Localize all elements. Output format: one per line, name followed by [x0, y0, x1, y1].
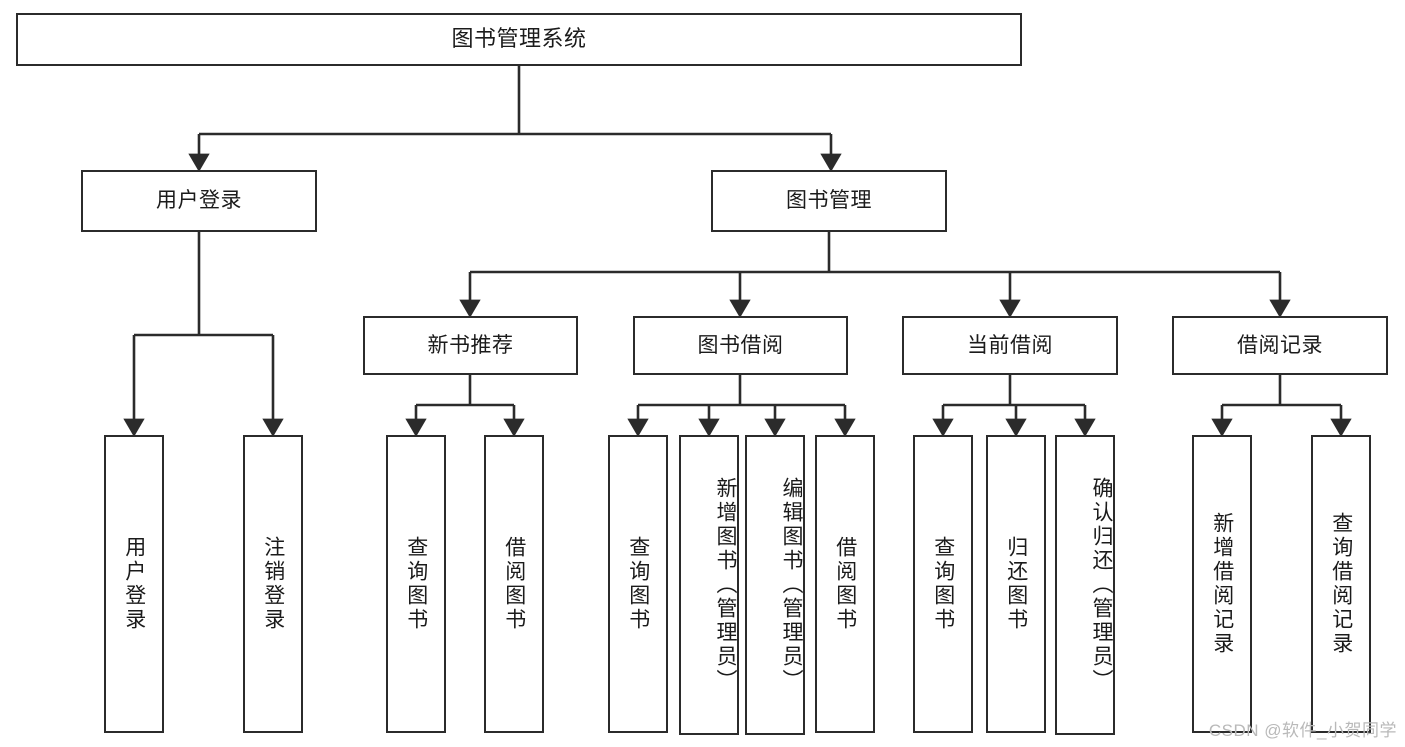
node-leaf-borrow-book-2[interactable]: 借阅图书	[815, 435, 875, 733]
node-label: 当前借阅	[967, 333, 1053, 357]
node-borrow-record[interactable]: 借阅记录	[1172, 316, 1388, 375]
node-label: 图书管理	[786, 189, 872, 213]
node-label: 查询图书	[404, 536, 428, 632]
node-leaf-query-book-1[interactable]: 查询图书	[386, 435, 446, 733]
node-leaf-edit-book-admin[interactable]: 编辑图书（管理员）	[745, 435, 805, 735]
node-label: 归还图书	[1004, 536, 1028, 632]
node-leaf-borrow-book-1[interactable]: 借阅图书	[484, 435, 544, 733]
node-root-system[interactable]: 图书管理系统	[16, 13, 1022, 66]
node-label: 注销登录	[261, 536, 285, 632]
node-label: 图书管理系统	[451, 26, 587, 52]
node-label: 用户登录	[156, 189, 242, 213]
node-label: 借阅图书	[502, 536, 526, 632]
node-leaf-confirm-return[interactable]: 确认归还（管理员）	[1055, 435, 1115, 735]
node-label: 图书借阅	[697, 333, 784, 357]
node-label: 查询图书	[931, 536, 955, 632]
csdn-watermark: CSDN @软件_小贺同学	[1208, 721, 1397, 740]
node-label: 新增图书（管理员）	[714, 477, 737, 693]
node-label: 编辑图书（管理员）	[780, 477, 803, 693]
node-leaf-add-borrow-record[interactable]: 新增借阅记录	[1192, 435, 1252, 733]
node-label: 借阅图书	[833, 536, 857, 632]
node-user-login[interactable]: 用户登录	[81, 170, 317, 232]
node-current-borrow[interactable]: 当前借阅	[902, 316, 1118, 375]
node-leaf-query-book-2[interactable]: 查询图书	[608, 435, 668, 733]
node-leaf-query-book-3[interactable]: 查询图书	[913, 435, 973, 733]
node-label: 确认归还（管理员）	[1090, 477, 1113, 693]
node-leaf-user-login[interactable]: 用户登录	[104, 435, 164, 733]
node-label: 借阅记录	[1237, 333, 1323, 357]
node-leaf-add-book-admin[interactable]: 新增图书（管理员）	[679, 435, 739, 735]
node-leaf-logout-login[interactable]: 注销登录	[243, 435, 303, 733]
node-book-borrow[interactable]: 图书借阅	[633, 316, 848, 375]
node-book-manage[interactable]: 图书管理	[711, 170, 947, 232]
node-leaf-query-borrow-record[interactable]: 查询借阅记录	[1311, 435, 1371, 733]
node-leaf-return-book[interactable]: 归还图书	[986, 435, 1046, 733]
node-label: 用户登录	[122, 536, 146, 632]
node-label: 新书推荐	[427, 333, 514, 357]
node-label: 查询借阅记录	[1329, 512, 1353, 656]
node-new-book-recommend[interactable]: 新书推荐	[363, 316, 578, 375]
node-label: 新增借阅记录	[1210, 512, 1234, 656]
node-label: 查询图书	[626, 536, 650, 632]
